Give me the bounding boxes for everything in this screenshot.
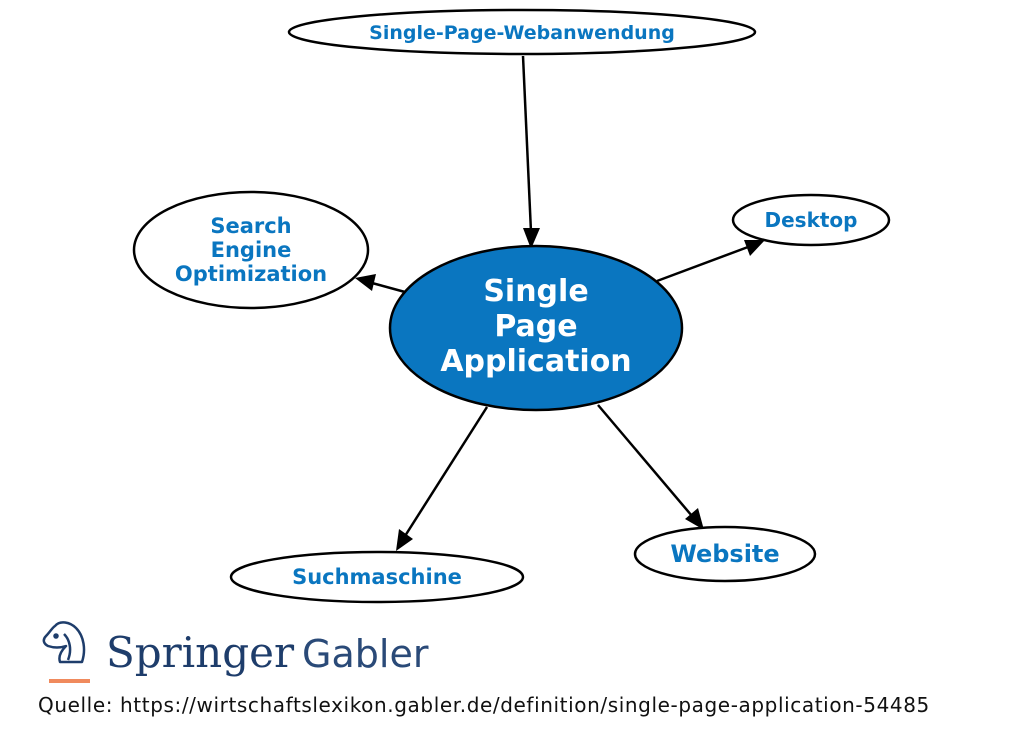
node-label: Search: [210, 214, 291, 238]
arrowhead-icon: [685, 508, 704, 530]
node-label: Desktop: [765, 208, 858, 232]
node-single-page-application: Single Page Application: [388, 244, 684, 412]
edge-center-to-seo: [371, 281, 406, 294]
node-label: Engine: [211, 238, 292, 262]
node-desktop: Desktop: [731, 193, 891, 247]
node-label: Single-Page-Webanwendung: [369, 22, 675, 44]
node-website: Website: [633, 525, 817, 583]
center-label: Application: [440, 344, 631, 379]
edge-top-to-center: [521, 55, 533, 233]
node-label: Website: [670, 540, 779, 568]
logo-sub: Gabler: [302, 632, 429, 676]
center-label: Single: [483, 274, 588, 309]
node-seo: Search Engine Optimization: [132, 190, 370, 310]
arrowhead-icon: [396, 529, 413, 551]
arrowhead-icon: [355, 274, 376, 291]
logo-brand: Springer: [106, 628, 295, 677]
arrowhead-icon: [744, 240, 765, 256]
source-citation: Quelle: https://wirtschaftslexikon.gable…: [38, 693, 930, 717]
springer-horse-logo-icon: [42, 621, 86, 664]
arrowhead-icon: [523, 228, 540, 249]
node-suchmaschine: Suchmaschine: [229, 550, 525, 604]
logo-underline: [49, 679, 90, 683]
edge-center-to-suchmaschine: [403, 406, 489, 537]
node-label: Suchmaschine: [292, 565, 462, 589]
edge-center-to-desktop: [656, 245, 749, 283]
node-single-page-webanwendung: Single-Page-Webanwendung: [287, 8, 757, 56]
node-label: Optimization: [175, 262, 327, 286]
center-label: Page: [494, 309, 577, 344]
edge-center-to-website: [597, 404, 693, 517]
